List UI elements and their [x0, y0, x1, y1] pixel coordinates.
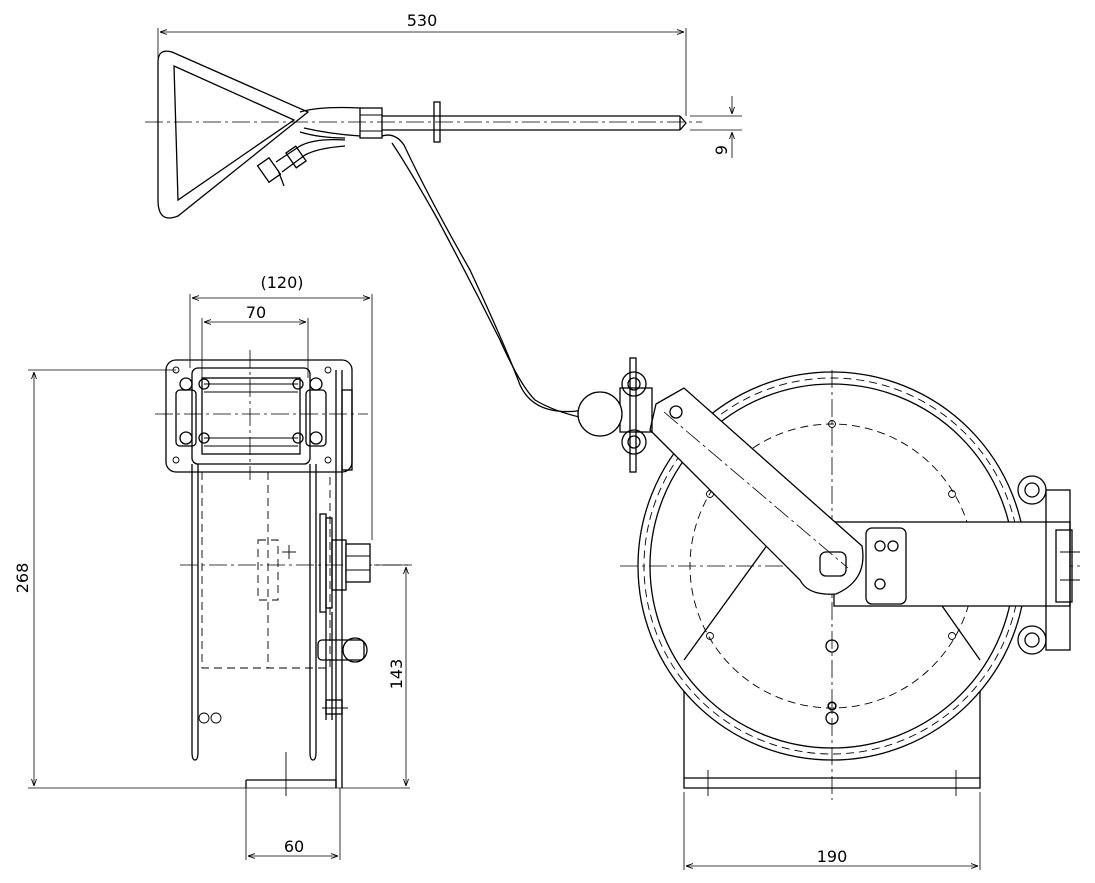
dim-label-530: 530 [407, 11, 438, 30]
dim-143: 143 [374, 564, 412, 786]
dim-label-190: 190 [817, 847, 848, 866]
dim-label-60: 60 [284, 837, 304, 856]
reel-front-view [577, 357, 1082, 800]
dim-label-143: 143 [387, 659, 406, 690]
dim-530: 530 [157, 11, 687, 116]
hose-line [381, 134, 586, 419]
dim-70: 70 [201, 303, 309, 378]
dim-268: 268 [13, 369, 410, 789]
dim-120: (120) [189, 273, 373, 540]
dim-label-120: (120) [260, 273, 303, 292]
dim-9: 9 [690, 96, 742, 158]
dim-label-268: 268 [13, 563, 32, 594]
dim-label-9: 9 [712, 145, 731, 155]
dim-60: 60 [245, 788, 341, 860]
dim-190: 190 [683, 792, 981, 870]
hose-handle [145, 50, 702, 219]
reel-side-view [155, 350, 410, 796]
dim-label-70: 70 [246, 303, 266, 322]
